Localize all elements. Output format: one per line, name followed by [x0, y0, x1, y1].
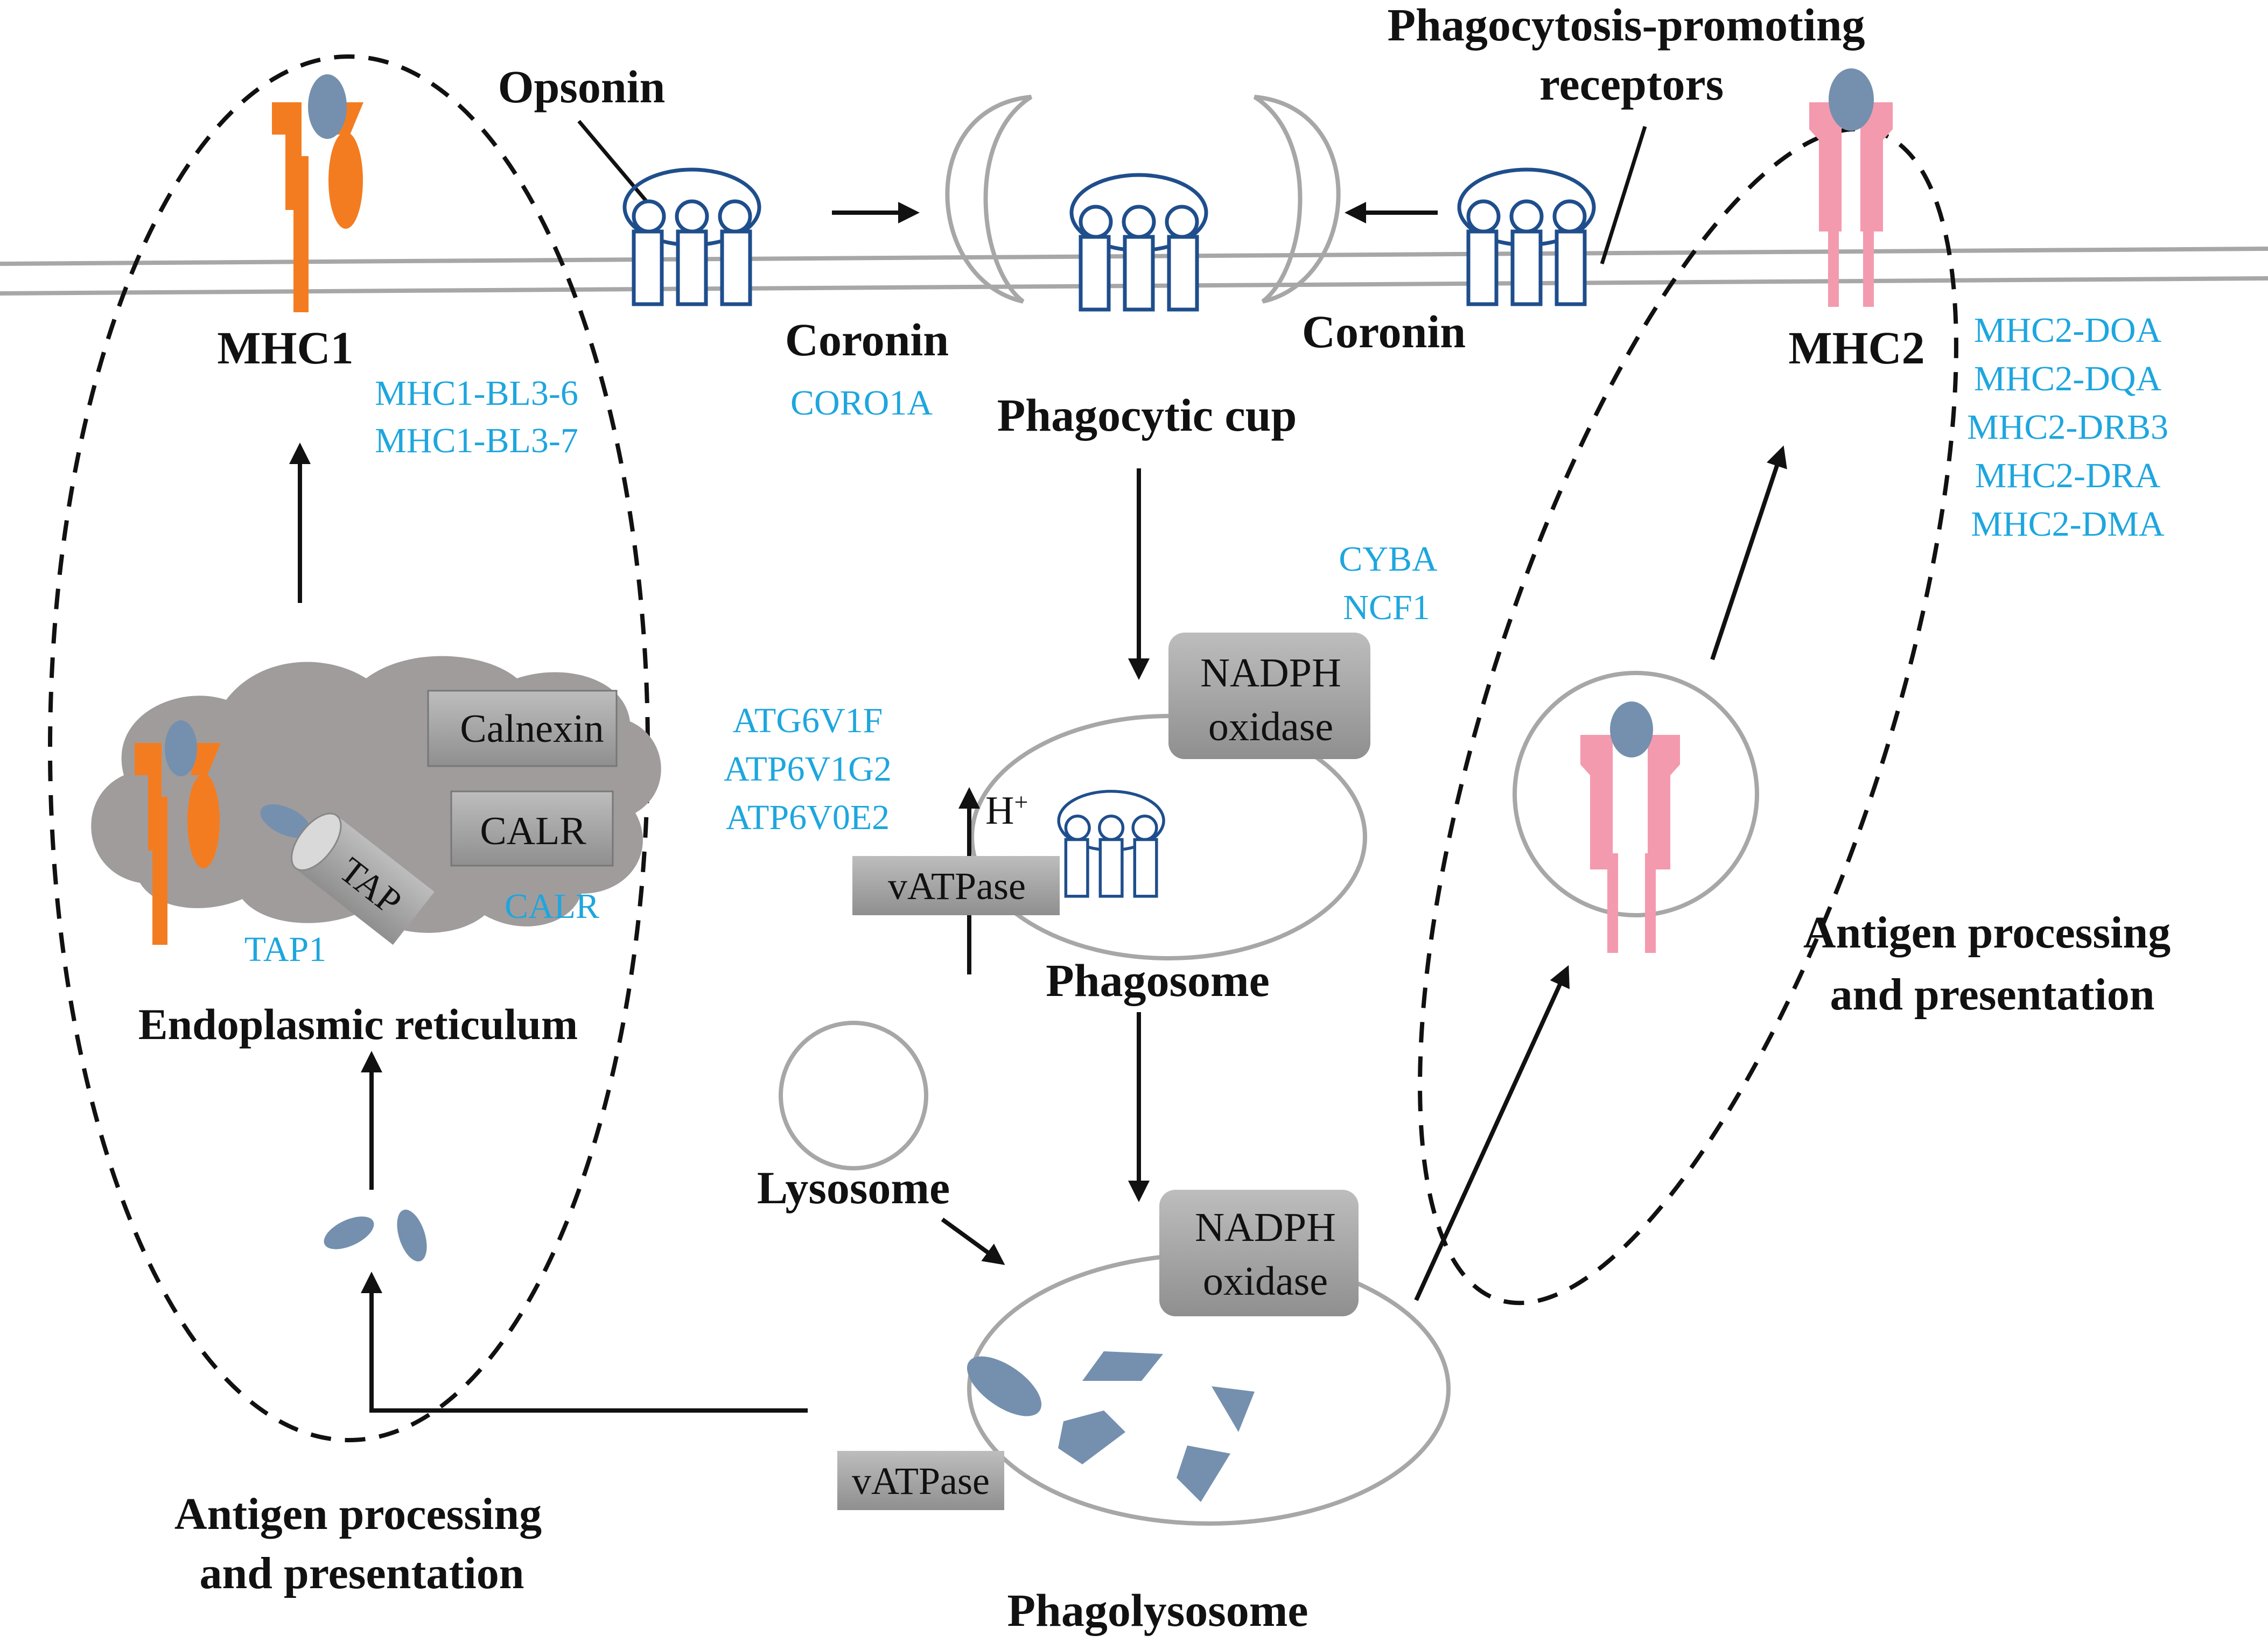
- fc-receptor-icon: [1459, 170, 1594, 304]
- mhc2-gene-1: MHC2-DOA: [1974, 311, 2162, 350]
- receptors-pointer: [1600, 125, 1647, 265]
- vatpase-bottom: vATPase: [837, 1451, 1004, 1510]
- vatpase-gene-3: ATP6V0E2: [726, 798, 890, 837]
- lysosome-label: Lysosome: [757, 1162, 950, 1213]
- mhc2-receptor-icon: [1809, 68, 1893, 307]
- calr-gene: CALR: [505, 887, 599, 926]
- fc-receptor-icon: [1059, 791, 1164, 896]
- mhc2-label: MHC2: [1788, 322, 1924, 374]
- phagolysosome-label: Phagolysosome: [1007, 1584, 1308, 1636]
- tap-gene: TAP1: [244, 930, 326, 969]
- vatpase-gene-2: ATP6V1G2: [724, 749, 892, 789]
- antigen-fragment-icon: [1058, 1411, 1125, 1464]
- mhc1-receptor-icon: [272, 74, 363, 312]
- svg-text:NADPH: NADPH: [1200, 650, 1341, 696]
- antigen-fragment-icon: [324, 1216, 374, 1250]
- lysosome: [779, 1021, 928, 1170]
- receptors-label-1: Phagocytosis-promoting: [1387, 0, 1865, 51]
- nadph-gene-1: CYBA: [1339, 539, 1438, 579]
- mhc2-receptor-icon: [1580, 701, 1680, 953]
- antigen-left-label-2: and presentation: [200, 1548, 524, 1598]
- arrow-phagolysosome-to-mhc1: [361, 1272, 808, 1413]
- mhc2-gene-4: MHC2-DRA: [1975, 456, 2161, 495]
- antigen-fragment-icon: [1212, 1386, 1255, 1432]
- svg-text:oxidase: oxidase: [1203, 1259, 1328, 1304]
- opsonin-pointer: [577, 120, 653, 209]
- arrow-phagolysosome-to-mhc2: [1414, 965, 1570, 1301]
- coronin-left-label: Coronin: [785, 314, 949, 366]
- mhc2-vesicle: [1513, 671, 1759, 917]
- mhc2-gene-5: MHC2-DMA: [1971, 504, 2165, 544]
- vatpase-top: vATPase: [852, 856, 1060, 915]
- nadph-oxidase-bottom: NADPH oxidase: [1159, 1190, 1359, 1316]
- calr-box: CALR: [450, 790, 614, 867]
- mhc2-pathway-boundary: [1418, 127, 1958, 1306]
- fc-receptor-icon: [625, 170, 759, 304]
- opsonin-label: Opsonin: [498, 61, 666, 113]
- antigen-right-label-1: Antigen processing: [1803, 908, 2171, 958]
- phagocytic-cup-label: Phagocytic cup: [997, 389, 1297, 441]
- antigen-left-label-1: Antigen processing: [174, 1489, 542, 1539]
- receptors-label-2: receptors: [1539, 58, 1724, 110]
- vatpase-gene-1: ATG6V1F: [733, 701, 883, 740]
- fc-receptor-icon: [1072, 175, 1206, 310]
- arrow-lysosome-to-phagolysosome: [941, 1217, 1005, 1265]
- svg-text:vATPase: vATPase: [852, 1459, 990, 1503]
- antigen-fragment-icon: [1082, 1351, 1163, 1381]
- nadph-oxidase-top: NADPH oxidase: [1168, 633, 1370, 759]
- antigen-right-label-2: and presentation: [1830, 970, 2155, 1020]
- mhc1-gene-2: MHC1-BL3-7: [375, 421, 578, 460]
- svg-text:vATPase: vATPase: [888, 865, 1026, 908]
- coronin-gene: CORO1A: [790, 383, 933, 423]
- svg-text:oxidase: oxidase: [1208, 704, 1333, 749]
- er-label: Endoplasmic reticulum: [138, 1000, 578, 1049]
- mhc2-gene-3: MHC2-DRB3: [1967, 408, 2168, 447]
- calnexin-box: Calnexin: [427, 690, 618, 767]
- antigen-fragment-icon: [967, 1356, 1042, 1416]
- proton-label: H+: [985, 788, 1028, 833]
- mhc1-gene-1: MHC1-BL3-6: [375, 374, 578, 413]
- svg-text:Calnexin: Calnexin: [460, 707, 604, 751]
- antigen-fragment-icon: [397, 1209, 427, 1262]
- phagocytic-cup: [945, 95, 1341, 310]
- arrow-vesicle-to-mhc2: [1710, 445, 1787, 661]
- svg-text:NADPH: NADPH: [1195, 1205, 1336, 1250]
- phagosome-label: Phagosome: [1046, 955, 1270, 1006]
- nadph-gene-2: NCF1: [1343, 588, 1430, 627]
- antigen-fragment-icon: [260, 804, 311, 838]
- antigen-fragment-icon: [1177, 1445, 1230, 1502]
- svg-text:CALR: CALR: [480, 809, 586, 853]
- mhc1-label: MHC1: [217, 322, 353, 374]
- coronin-right-label: Coronin: [1302, 306, 1466, 357]
- mhc2-gene-2: MHC2-DQA: [1974, 359, 2162, 398]
- mhc1-receptor-icon: [135, 720, 221, 945]
